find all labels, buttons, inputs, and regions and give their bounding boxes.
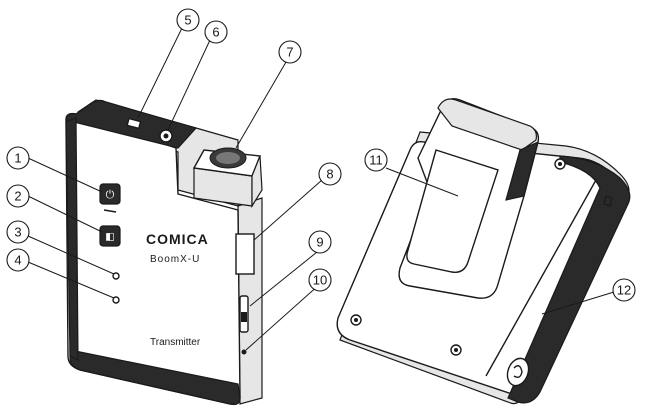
callout-10: 10 [308,268,332,292]
mode-button-icon[interactable] [99,225,121,247]
belt-clip-top [437,98,537,151]
screw-top-right-inner [558,162,562,166]
callout-7: 7 [278,40,302,64]
callout-8: 8 [318,162,342,186]
unit-label: Transmitter [150,337,201,348]
leader-5 [137,27,183,119]
microphone-grille-inner [216,152,240,164]
leader-6 [167,39,211,131]
leader-3 [27,235,115,275]
leader-12 [541,291,615,315]
leader-9 [249,247,323,307]
callout-7-label: 7 [286,45,293,60]
leader-8 [253,179,323,241]
callout-5: 5 [176,8,200,32]
front-device-left-band [65,117,79,361]
leader-2 [27,195,103,233]
side-port [241,349,247,355]
back-device-edge-band [507,155,631,404]
callout-12: 12 [612,278,636,302]
callout-10-label: 10 [313,273,327,288]
leader-11 [385,167,459,197]
callout-9-label: 9 [316,235,323,250]
transmitter-front-view: ⏻ ◧ COMICA BoomX-U Transmitter [65,99,263,406]
callout-4: 4 [6,248,30,272]
callout-2-label: 2 [14,189,21,204]
belt-clip-plate [406,149,499,273]
indicator-led-2-icon [112,296,120,304]
callout-6-label: 6 [212,25,219,40]
mode-symbol: ◧ [105,232,114,243]
callout-2: 2 [6,184,30,208]
callout-1: 1 [6,146,30,170]
callout-11-label: 11 [369,153,383,168]
screw-bottom-right-inner [454,348,458,352]
transmitter-back-view [336,97,631,405]
audio-jack-inner [163,133,169,139]
side-slot [235,233,255,275]
leader-10 [245,283,321,351]
callout-5-label: 5 [184,13,191,28]
front-device-bottom-band [69,349,241,405]
power-button-hint [103,209,117,213]
callout-8-label: 8 [326,167,333,182]
callout-6: 6 [204,20,228,44]
belt-clip-shadow [505,140,539,201]
callout-12-label: 12 [617,283,631,298]
leader-1 [27,157,103,193]
back-device-side-line [485,179,597,377]
side-hole [603,195,613,207]
side-switch-knob [241,312,247,322]
callout-9: 9 [308,230,332,254]
callout-1-label: 1 [14,151,21,166]
model-name: BoomX-U [150,254,200,265]
leader-4 [27,261,115,299]
lanyard-hole-inner [513,365,523,379]
lanyard-hole-icon [506,357,530,387]
indicator-led-icon [112,272,120,280]
callout-3-label: 3 [14,225,21,240]
callout-11: 11 [364,148,388,172]
leader-7 [235,61,287,149]
usb-port [126,117,142,130]
callout-4-label: 4 [14,253,21,268]
callout-3: 3 [6,220,30,244]
power-symbol: ⏻ [106,189,115,201]
brand-logo: COMICA [146,231,209,247]
power-button-icon[interactable] [99,183,121,205]
callout-leaders [27,27,615,351]
screw-bottom-left-inner [354,318,358,322]
mic-block-right [251,155,263,209]
